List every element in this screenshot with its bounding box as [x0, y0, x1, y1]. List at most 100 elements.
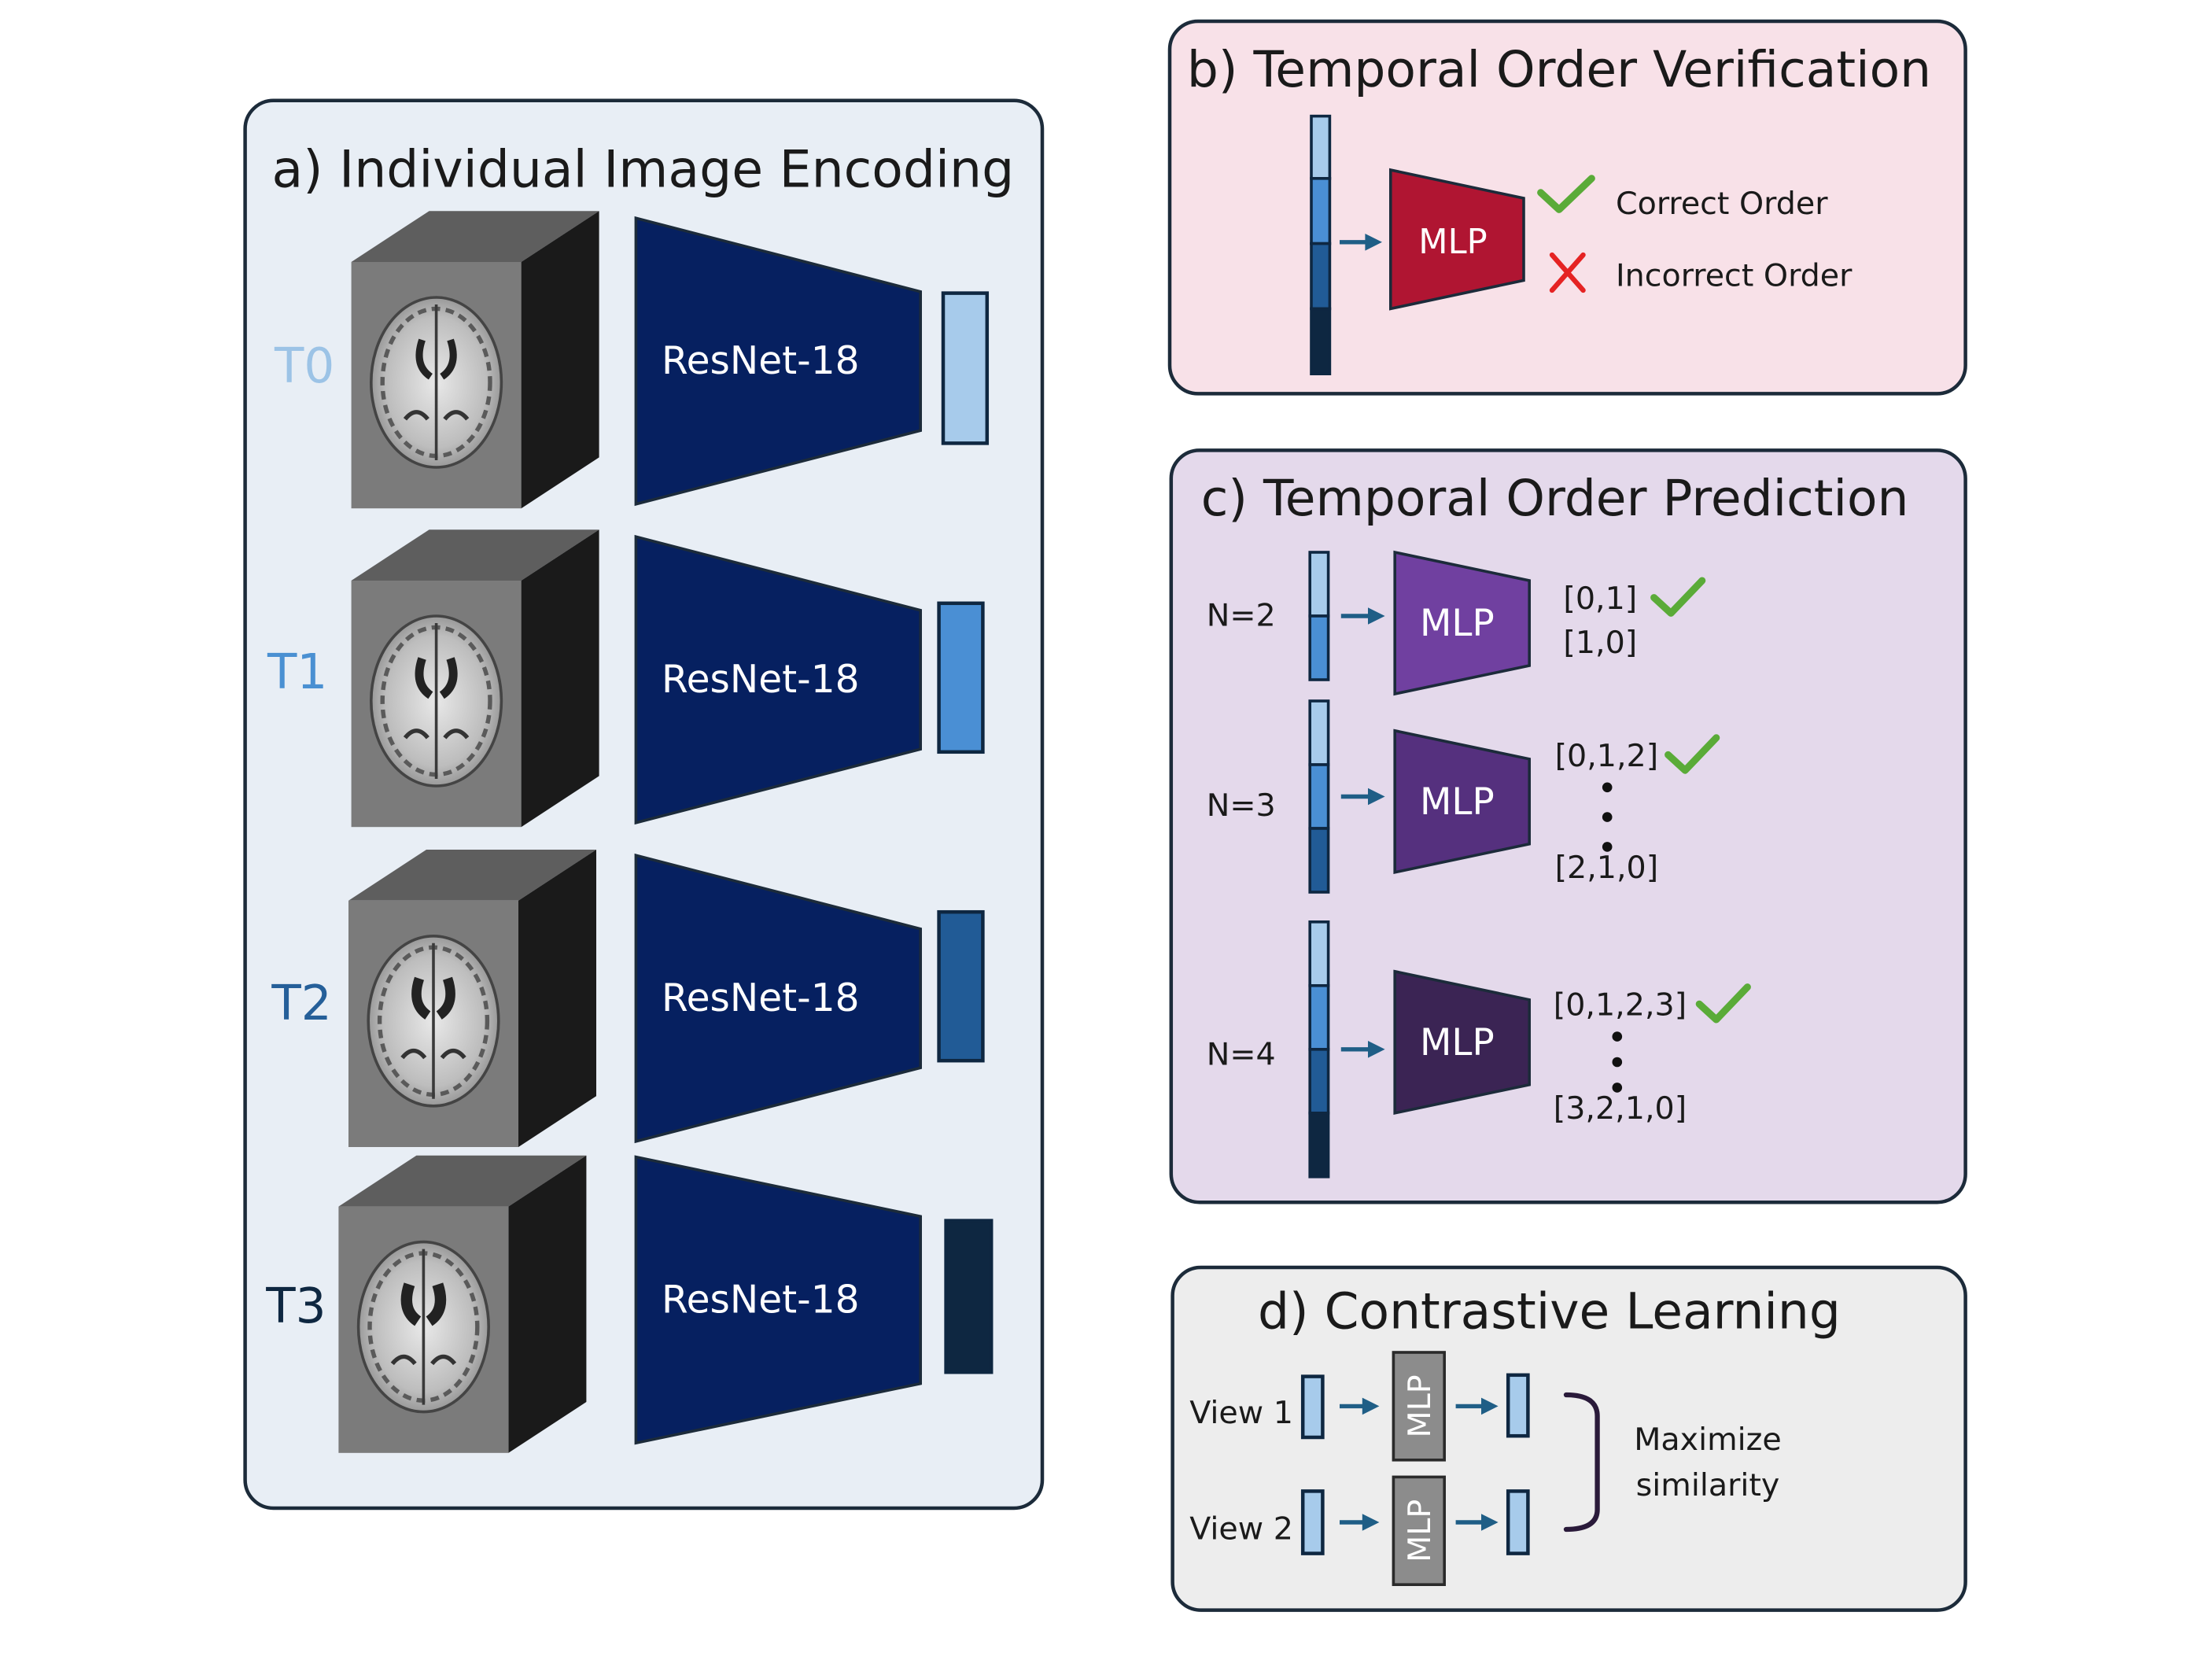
first-permutation: [0,1,2,3] — [1554, 987, 1687, 1024]
view-2-label: View 2 — [1189, 1511, 1293, 1547]
cross-icon — [1549, 252, 1586, 293]
stack-segment-t3 — [1310, 307, 1332, 375]
panel-c-title: c) Temporal Order Prediction — [1201, 470, 1909, 527]
embedding-vector — [937, 601, 985, 754]
stack-segment-t1 — [1308, 984, 1330, 1051]
encoding-row-t3: T3 ResNet-18 — [265, 1155, 994, 1453]
check-icon — [1695, 983, 1751, 1024]
cube-top-face — [348, 850, 596, 901]
timepoint-label: T3 — [265, 1278, 326, 1334]
mlp-head — [1393, 550, 1531, 696]
resnet-encoder: ResNet-18 — [634, 853, 922, 1144]
view-2-arrow-out — [1455, 1514, 1499, 1531]
view-2-mlp-label: MLP — [1402, 1499, 1438, 1562]
check-icon — [1665, 734, 1720, 774]
panel-temporal-order-prediction: c) Temporal Order Prediction — [1169, 448, 1967, 1204]
brain-slice-image — [356, 1240, 490, 1414]
panel-b-arrow — [1340, 234, 1382, 251]
cube-side-face — [508, 1155, 587, 1453]
panel-d-title: d) Contrastive Learning — [1258, 1282, 1841, 1340]
view-1-mlp — [1392, 1351, 1447, 1462]
view-1-mlp-label: MLP — [1402, 1374, 1438, 1437]
objective-line-2: similarity — [1636, 1467, 1780, 1503]
panel-b-mlp — [1389, 168, 1525, 311]
encoder-label: ResNet-18 — [662, 1278, 859, 1322]
encoder-label: ResNet-18 — [662, 976, 859, 1020]
last-permutation: [2,1,0] — [1555, 850, 1659, 886]
view-2-mlp — [1392, 1475, 1447, 1586]
sequence-length-label: N=3 — [1207, 788, 1276, 824]
mri-volume-cube — [348, 850, 596, 1147]
cube-top-face — [351, 211, 599, 262]
mlp-label: MLP — [1420, 603, 1495, 645]
mlp-head — [1393, 969, 1531, 1116]
view-1-arrow-out — [1455, 1397, 1499, 1415]
first-permutation: [0,1,2] — [1555, 738, 1659, 774]
mlp-label: MLP — [1420, 1022, 1495, 1064]
mri-volume-cube — [338, 1155, 587, 1453]
timepoint-label: T1 — [267, 644, 327, 700]
objective-line-1: Maximize — [1634, 1422, 1781, 1458]
embedding-vector — [944, 1219, 994, 1374]
panel-b-box — [1167, 19, 1967, 396]
panel-c-box — [1169, 448, 1967, 1204]
input-arrow — [1340, 607, 1385, 625]
stack-segment-t1 — [1310, 177, 1332, 245]
cube-side-face — [521, 529, 599, 828]
encoder-trapezoid — [634, 853, 922, 1144]
stack-segment-t0 — [1308, 920, 1330, 987]
mlp-head — [1393, 729, 1531, 875]
cube-top-face — [351, 529, 599, 581]
stack-segment-t2 — [1310, 242, 1332, 311]
encoder-trapezoid — [634, 534, 922, 825]
mri-volume-cube — [351, 529, 599, 828]
encoder-trapezoid — [634, 216, 922, 507]
similarity-bracket — [1563, 1392, 1600, 1533]
panel-contrastive-learning: d) Contrastive Learning View 1 MLP View … — [1171, 1265, 1967, 1612]
brain-slice-image — [369, 296, 503, 469]
view-1-label: View 1 — [1189, 1395, 1293, 1431]
stack-segment-t2 — [1308, 827, 1330, 894]
cube-top-face — [338, 1155, 587, 1207]
prediction-group-n4: N=4 MLP [0,1,2,3] [3,2,1,0] — [1207, 920, 1751, 1179]
last-permutation: [3,2,1,0] — [1554, 1090, 1687, 1127]
ellipsis-dots — [1612, 1031, 1623, 1093]
panel-b-title: b) Temporal Order Verification — [1187, 41, 1931, 98]
encoder-label: ResNet-18 — [662, 658, 859, 702]
cube-side-face — [518, 850, 596, 1147]
incorrect-order-label: Incorrect Order — [1616, 258, 1853, 294]
first-permutation: [0,1] — [1563, 581, 1637, 617]
check-icon — [1537, 175, 1595, 213]
embedding-vector — [941, 291, 990, 445]
stack-segment-t0 — [1310, 114, 1332, 180]
embedding-vector — [937, 909, 985, 1063]
view-1-projection — [1506, 1373, 1530, 1438]
correct-order-label: Correct Order — [1616, 186, 1828, 222]
encoder-trapezoid — [634, 1155, 922, 1445]
sequence-length-label: N=4 — [1207, 1037, 1276, 1073]
input-arrow — [1340, 788, 1385, 806]
encoding-row-t1: T1 ResNet-18 — [267, 529, 985, 828]
prediction-group-n3: N=3 MLP [0,1,2] [2,1,0] — [1207, 699, 1720, 894]
panel-b-mlp-label: MLP — [1418, 223, 1487, 262]
stack-segment-t1 — [1308, 614, 1330, 681]
resnet-encoder: ResNet-18 — [634, 216, 922, 507]
view-2-embedding — [1300, 1489, 1325, 1555]
stack-segment-t0 — [1308, 551, 1330, 618]
stack-segment-t1 — [1308, 763, 1330, 830]
view-1-embedding — [1300, 1374, 1325, 1440]
mri-volume-cube — [351, 211, 599, 509]
brain-slice-image — [367, 935, 500, 1108]
panel-temporal-order-verification: b) Temporal Order Verification MLP Corre… — [1167, 19, 1967, 396]
brain-slice-image — [369, 614, 503, 788]
panel-b-embedding-stack — [1310, 114, 1332, 375]
mlp-label: MLP — [1420, 781, 1495, 824]
sequence-length-label: N=2 — [1207, 598, 1276, 634]
view-1-arrow-in — [1340, 1397, 1380, 1415]
